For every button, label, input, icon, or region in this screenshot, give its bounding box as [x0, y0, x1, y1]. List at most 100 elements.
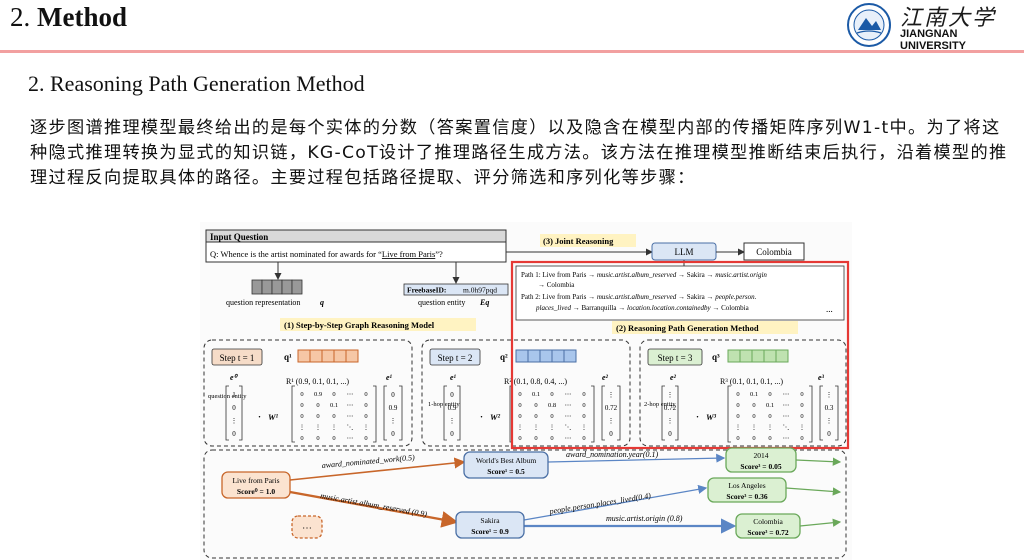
matrix-cell: ⋯ — [565, 435, 572, 442]
matrix-cell: ⋯ — [347, 435, 354, 442]
matrix-cell: 0 — [768, 435, 771, 442]
svg-text:Score³ = 0.72: Score³ = 0.72 — [747, 528, 788, 537]
node-worlds-best-album: World's Best Album Score¹ = 0.5 — [463, 451, 549, 479]
svg-text:question entity: question entity — [208, 393, 247, 400]
svg-text:R² (0.1, 0.8, 0.4, ...): R² (0.1, 0.8, 0.4, ...) — [504, 377, 567, 386]
vector-out-cell: 0.3 — [825, 404, 834, 412]
vector-out-cell: ⋮ — [608, 417, 615, 425]
svg-text:2014: 2014 — [754, 451, 769, 460]
matrix-cell: ⋯ — [347, 402, 354, 409]
matrix-cell: 0.9 — [314, 391, 322, 398]
node-colombia: Colombia Score³ = 0.72 — [735, 513, 801, 539]
matrix-cell: 0 — [768, 413, 771, 420]
matrix-cell: ⋯ — [783, 413, 790, 420]
node-sakira: Sakira Score¹ = 0.9 — [455, 511, 525, 539]
matrix-cell: 0 — [582, 435, 585, 442]
svg-text:Step t = 2: Step t = 2 — [438, 353, 473, 363]
svg-text:Live from Paris: Live from Paris — [232, 476, 279, 485]
svg-text:Step t = 3: Step t = 3 — [658, 353, 693, 363]
question-entity-label: question entity — [418, 298, 465, 307]
matrix-cell: 0 — [534, 402, 537, 409]
matrix-cell: 0.8 — [548, 402, 556, 409]
svg-text:·: · — [696, 412, 699, 422]
matrix-cell: 0 — [550, 391, 553, 398]
path-gen-label: (2) Reasoning Path Generation Method — [616, 323, 759, 333]
svg-text:...: ... — [826, 304, 833, 314]
answer-box: Colombia — [756, 247, 792, 257]
matrix-cell: ⋯ — [565, 402, 572, 409]
matrix-cell: 0 — [300, 402, 303, 409]
svg-text:Sakira: Sakira — [480, 516, 500, 525]
vector-in-cell: ⋮ — [667, 391, 674, 399]
matrix-cell: 0 — [582, 391, 585, 398]
matrix-cell: 0 — [800, 413, 803, 420]
highlight-box — [510, 260, 850, 450]
matrix-cell: 0 — [518, 402, 521, 409]
svg-text:q³: q³ — [712, 352, 720, 362]
joint-reasoning: (3) Joint Reasoning LLM Colombia — [506, 234, 805, 266]
svg-text:World's Best Album: World's Best Album — [476, 456, 536, 465]
matrix-cell: 0 — [518, 435, 521, 442]
vector-in-cell: 0 — [668, 430, 672, 438]
matrix-cell: 0 — [518, 391, 521, 398]
svg-text:W²: W² — [490, 412, 501, 422]
vector-out-cell: 0 — [827, 430, 831, 438]
matrix-cell: 0 — [736, 413, 739, 420]
vector-in-cell: ⋮ — [667, 417, 674, 425]
matrix-cell: 0 — [364, 402, 367, 409]
matrix-cell: 0 — [300, 413, 303, 420]
reasoning-paths-box: Path 1: Live from Paris → music.artist.a… — [515, 265, 845, 321]
vector-in-cell: 1 — [232, 391, 236, 399]
llm-box: LLM — [675, 247, 694, 257]
node-more: ⋯ — [291, 515, 323, 539]
step-panel-1: Step t = 1 q¹ R¹ (0.9, 0.1, 0.1, ...) e⁰… — [203, 339, 413, 447]
matrix-cell: 0.1 — [532, 391, 540, 398]
matrix-cell: 0 — [534, 413, 537, 420]
vector-out-cell: ⋮ — [608, 391, 615, 399]
matrix-cell: ⋯ — [783, 435, 790, 442]
matrix-cell: 0 — [332, 391, 335, 398]
matrix-cell: 0 — [316, 413, 319, 420]
matrix-cell: ⋯ — [347, 413, 354, 420]
slide-header: 2. Method 江南大学 JIANGNAN UNIVERSITY — [0, 0, 1024, 52]
svg-text:e³: e³ — [818, 373, 825, 382]
svg-text:W³: W³ — [706, 412, 717, 422]
university-name-cn: 江南大学 — [900, 6, 997, 31]
node-2014: 2014 Score³ = 0.05 — [725, 447, 797, 473]
svg-text:Score³ = 0.36: Score³ = 0.36 — [726, 492, 767, 501]
matrix-cell: 0 — [800, 391, 803, 398]
node-live-from-paris: Live from Paris Score⁰ = 1.0 — [221, 471, 291, 499]
matrix-cell: ⋯ — [783, 391, 790, 398]
vector-in-cell: 0 — [232, 404, 236, 412]
header-divider — [0, 50, 1024, 53]
joint-reasoning-label: (3) Joint Reasoning — [543, 236, 614, 246]
input-question-box: Input Question Q: Whence is the artist n… — [205, 229, 507, 263]
matrix-cell: ⋱ — [565, 424, 572, 431]
vector-in-cell: 0 — [450, 430, 454, 438]
matrix-cell: ⋮ — [299, 424, 306, 431]
matrix-cell: 0 — [752, 402, 755, 409]
matrix-cell: 0.1 — [750, 391, 758, 398]
vector-out-cell: 0.72 — [605, 404, 618, 412]
matrix-cell: 0 — [300, 435, 303, 442]
vector-in-cell: 0.72 — [664, 404, 677, 412]
svg-text:Score¹ = 0.5: Score¹ = 0.5 — [487, 467, 525, 476]
kg-cot-figure: Input Question Q: Whence is the artist n… — [200, 222, 852, 560]
matrix-cell: ⋮ — [363, 424, 370, 431]
slide-title: 2. Method — [10, 2, 127, 32]
vector-out-cell: 0 — [391, 430, 395, 438]
step-model-label: (1) Step-by-Step Graph Reasoning Model — [284, 320, 435, 330]
question-text: Q: Whence is the artist nominated for aw… — [210, 249, 443, 259]
matrix-cell: 0 — [736, 435, 739, 442]
svg-text:q²: q² — [500, 352, 508, 362]
svg-text:Step t = 1: Step t = 1 — [220, 353, 255, 363]
svg-text:award_nomination.year(0.1): award_nomination.year(0.1) — [566, 450, 658, 459]
matrix-cell: 0 — [518, 413, 521, 420]
vector-in-cell: ⋮ — [231, 417, 238, 425]
matrix-cell: 0 — [332, 435, 335, 442]
matrix-cell: 0 — [752, 435, 755, 442]
svg-text:Score¹ = 0.9: Score¹ = 0.9 — [471, 527, 509, 536]
matrix-cell: ⋯ — [347, 391, 354, 398]
vector-out-cell: ⋮ — [826, 391, 833, 399]
